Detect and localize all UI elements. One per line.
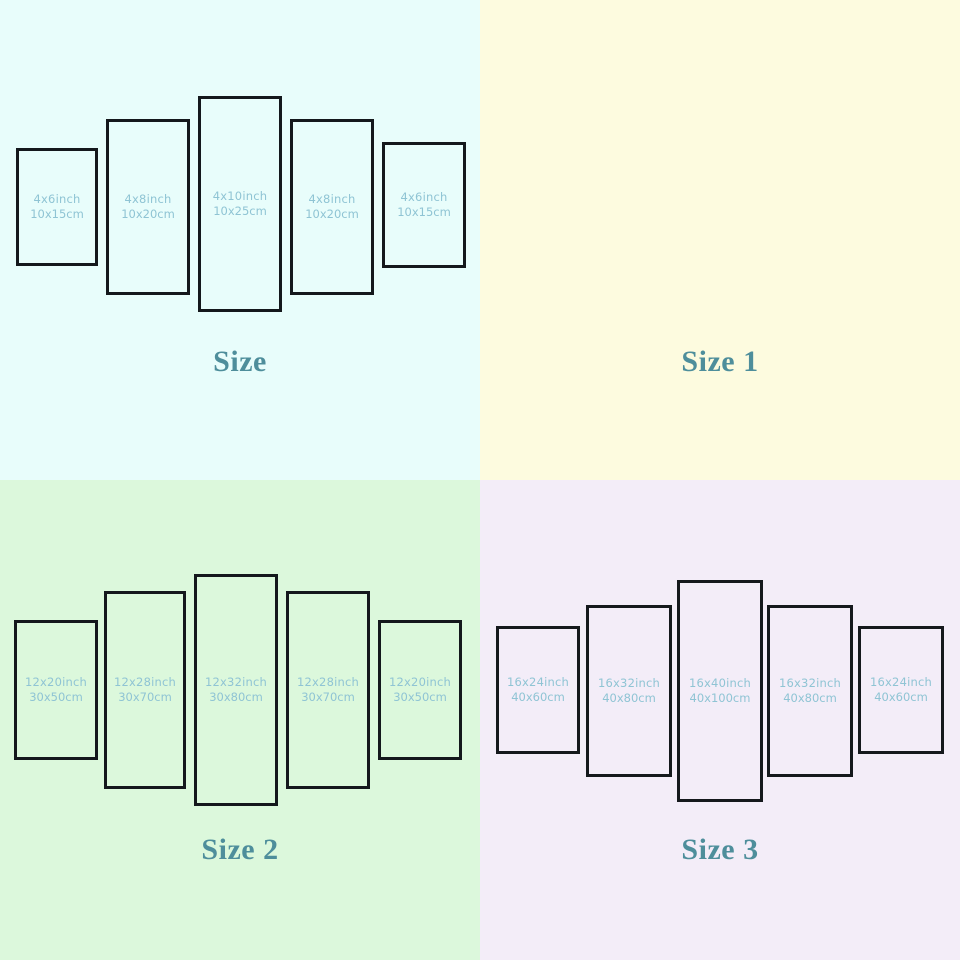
quadrant-title-size-1: Size 1 bbox=[681, 345, 759, 378]
panel-size-metric: 40x80cm bbox=[783, 691, 837, 705]
panel-size-imperial: 16x32inch bbox=[598, 676, 660, 690]
quadrant-title-size-3: Size 3 bbox=[681, 833, 759, 866]
panel-size-metric: 40x60cm bbox=[874, 690, 928, 704]
panel-size-metric: 40x80cm bbox=[602, 691, 656, 705]
panel-size-metric: 30x50cm bbox=[393, 690, 447, 704]
panel-size-imperial: 12x20inch bbox=[389, 675, 451, 689]
panel-size-imperial: 16x24inch bbox=[507, 675, 569, 689]
panel-size-imperial: 12x32inch bbox=[205, 675, 267, 689]
panel-size-imperial: 4x8inch bbox=[124, 192, 172, 206]
panel-size-metric: 10x15cm bbox=[30, 207, 84, 221]
panel-size-imperial: 4x6inch bbox=[33, 192, 81, 206]
panel-size-metric: 40x60cm bbox=[511, 690, 565, 704]
panel-size-metric: 10x20cm bbox=[305, 207, 359, 221]
panel-size-imperial: 12x28inch bbox=[297, 675, 359, 689]
panel-size-metric: 30x50cm bbox=[29, 690, 83, 704]
panel-size-imperial: 4x6inch bbox=[400, 190, 448, 204]
panel-size-imperial: 12x28inch bbox=[114, 675, 176, 689]
panel-size-imperial: 16x32inch bbox=[779, 676, 841, 690]
panel-size-imperial: 12x20inch bbox=[25, 675, 87, 689]
panel-size-imperial: 4x8inch bbox=[308, 192, 356, 206]
panel-size-metric: 10x25cm bbox=[213, 204, 267, 218]
quadrant-title-size-2: Size 2 bbox=[201, 833, 279, 866]
panel-size-metric: 30x70cm bbox=[118, 690, 172, 704]
panel-size-imperial: 4x10inch bbox=[212, 189, 268, 203]
panel-size-metric: 10x15cm bbox=[397, 205, 451, 219]
panel-size-imperial: 16x40inch bbox=[689, 676, 751, 690]
quadrant-size-1: 8x14inch20x35cm8x18inch20x45cm8x22inch20… bbox=[480, 0, 960, 480]
panel-size-imperial: 16x24inch bbox=[870, 675, 932, 689]
panel-group-size-1: 8x14inch20x35cm8x18inch20x45cm8x22inch20… bbox=[480, 0, 960, 480]
panel-size-metric: 10x20cm bbox=[121, 207, 175, 221]
quadrant-title-size: Size bbox=[213, 345, 267, 378]
panel-size-metric: 30x70cm bbox=[301, 690, 355, 704]
panel-size-metric: 30x80cm bbox=[209, 690, 263, 704]
panel-size-metric: 40x100cm bbox=[689, 691, 751, 705]
